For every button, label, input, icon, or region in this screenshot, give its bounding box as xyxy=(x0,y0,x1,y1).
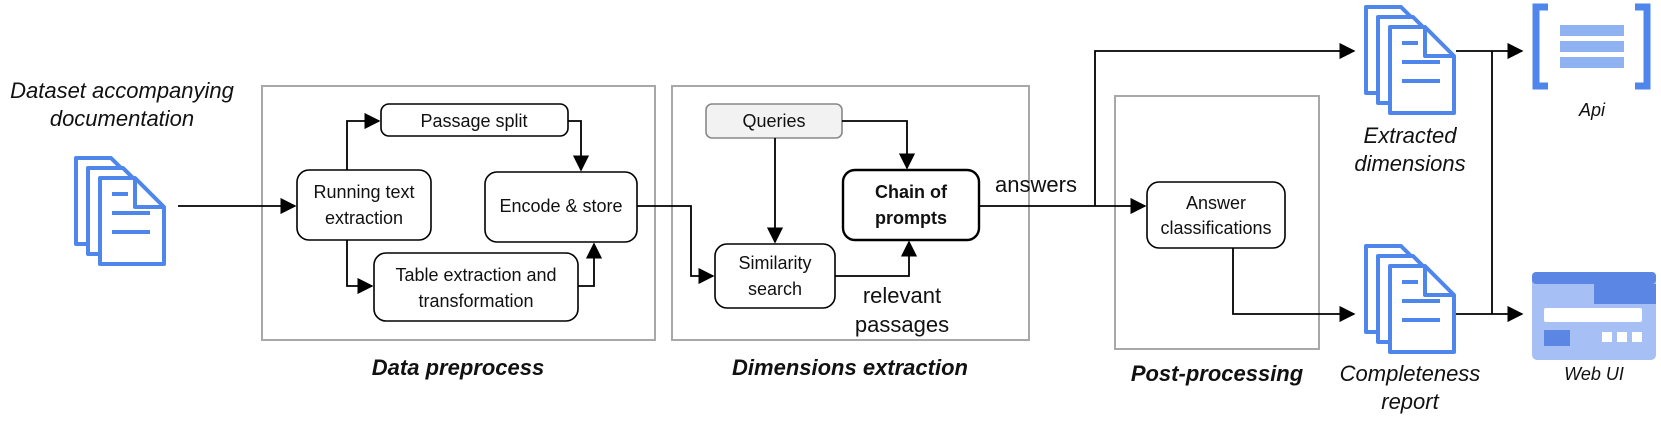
arrow-encode-to-similarity xyxy=(637,205,715,285)
answer-classifications-node xyxy=(1146,181,1286,249)
postprocessing-frame xyxy=(1114,95,1320,350)
input-label-line1: Dataset accompanying xyxy=(10,78,235,103)
passage-split-label: Passage split xyxy=(420,111,527,131)
arrow-similarity-to-chain xyxy=(835,240,918,277)
running-text-node xyxy=(296,169,432,241)
document-stack-icon xyxy=(74,156,166,266)
web-ui-label: Web UI xyxy=(1564,364,1624,384)
completeness-report-label-line2: report xyxy=(1381,389,1439,414)
answer-classifications-label-line1: Answer xyxy=(1186,193,1246,213)
similarity-search-label-line1: Similarity xyxy=(738,253,811,273)
extracted-dimensions-label-line2: dimensions xyxy=(1354,151,1465,176)
queries-label: Queries xyxy=(742,111,805,131)
preprocess-frame xyxy=(261,85,656,341)
arrow-passage-split-to-encode xyxy=(568,120,590,172)
encode-store-node xyxy=(484,171,638,243)
answer-classifications-label-line2: classifications xyxy=(1160,218,1271,238)
encode-store-label: Encode & store xyxy=(499,196,622,216)
arrow-answer-cls-to-report xyxy=(1232,248,1356,323)
relevant-passages-label-line2: passages xyxy=(855,312,949,337)
api-label: Api xyxy=(1578,100,1606,120)
passage-split-node xyxy=(380,103,569,137)
running-text-label-line1: Running text xyxy=(313,182,414,202)
completeness-report-doc-icon xyxy=(1364,244,1456,354)
arrow-queries-to-chain xyxy=(842,120,916,170)
input-label-line2: documentation xyxy=(50,106,194,131)
arrow-table-to-encode xyxy=(578,242,603,287)
table-extraction-label-line2: transformation xyxy=(418,291,533,311)
postprocessing-title: Post-processing xyxy=(1131,361,1304,386)
web-ui-icon xyxy=(1532,272,1656,360)
relevant-passages-label-line1: relevant xyxy=(863,283,941,308)
preprocess-title: Data preprocess xyxy=(372,355,544,380)
chain-of-prompts-label-line2: prompts xyxy=(875,208,947,228)
chain-of-prompts-node xyxy=(841,168,981,242)
api-icon xyxy=(1532,3,1651,90)
arrow-running-to-passage-split xyxy=(346,112,381,170)
arrow-running-to-table xyxy=(346,240,374,295)
answers-edge-label: answers xyxy=(995,172,1077,197)
table-extraction-node xyxy=(373,252,579,322)
extracted-dimensions-doc-icon xyxy=(1364,5,1456,115)
extraction-frame xyxy=(671,85,1030,341)
chain-of-prompts-label-line1: Chain of xyxy=(875,182,948,202)
connectors xyxy=(178,42,1524,323)
extraction-title: Dimensions extraction xyxy=(732,355,968,380)
table-extraction-label-line1: Table extraction and xyxy=(395,265,556,285)
running-text-label-line2: extraction xyxy=(325,208,403,228)
extracted-dimensions-label-line1: Extracted xyxy=(1364,123,1458,148)
arrow-answers-to-extracted xyxy=(1094,42,1356,206)
similarity-search-label-line2: search xyxy=(748,279,802,299)
completeness-report-label-line1: Completeness xyxy=(1340,361,1481,386)
